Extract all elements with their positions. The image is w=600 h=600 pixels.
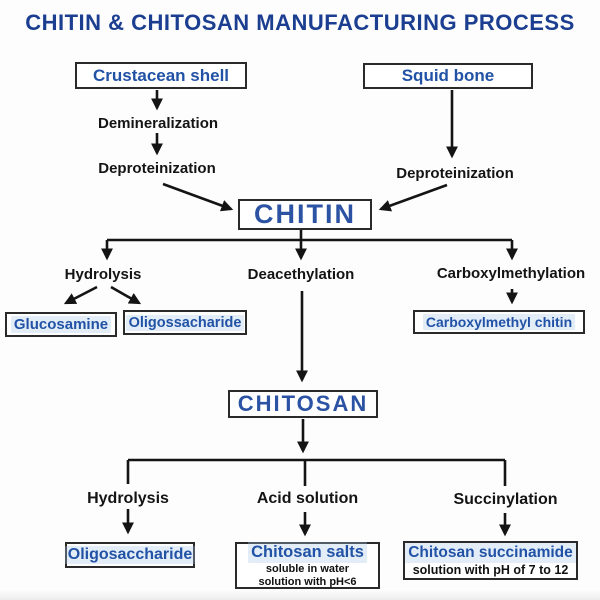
node-chitin-label: CHITIN [254,199,356,229]
label-hydrolysis-bottom: Hydrolysis [87,490,169,507]
node-chitin: CHITIN [238,199,372,230]
label-deproteinization-right: Deproteinization [396,165,514,182]
diagram-title: CHITIN & CHITOSAN MANUFACTURING PROCESS [25,10,575,35]
node-oligosaccharide-label: Oligosaccharide [64,546,196,564]
label-demineralization: Demineralization [97,115,219,132]
node-chitosan-succinamide-label: Chitosan succinamide [405,543,576,563]
node-chitosan-salts-note1: soluble in water [265,562,350,575]
node-oligossacharide: Oligossacharide [123,310,247,335]
connector-deproteinization-right-chitin [378,183,448,212]
label-hydrolysis-top: Hydrolysis [64,266,142,283]
node-carboxylmethyl-chitin-label: Carboxylmethyl chitin [422,314,576,330]
node-chitosan-succinamide: Chitosan succinamide solution with pH of… [403,541,578,580]
node-squid-bone-label: Squid bone [401,66,495,85]
node-chitosan-label: CHITOSAN [237,391,369,416]
label-carboxylmethylation: Carboxylmethylation [436,265,586,282]
label-deproteinization-left: Deproteinization [98,160,216,177]
node-oligossacharide-label: Oligossacharide [125,314,245,331]
label-succinylation: Succinylation [453,491,558,508]
label-deacethylation: Deacethylation [247,266,355,283]
node-squid-bone: Squid bone [363,63,533,89]
label-acid-solution: Acid solution [256,490,359,507]
node-chitosan-salts: Chitosan salts soluble in water solution… [235,542,380,589]
node-chitosan: CHITOSAN [228,390,378,418]
connector-hydrolysis-oligossacharide [110,285,142,305]
connector-hydrolysis-glucosamine [63,285,98,305]
node-chitosan-salts-label: Chitosan salts [248,542,367,563]
node-carboxylmethyl-chitin: Carboxylmethyl chitin [413,310,585,334]
node-chitosan-salts-note2: solution with pH<6 [258,575,357,588]
node-chitosan-succinamide-note1: solution with pH of 7 to 12 [412,562,569,577]
node-glucosamine: Glucosamine [5,312,117,337]
node-oligosaccharide: Oligosaccharide [64,542,196,568]
connector-deproteinization-left-chitin [162,182,234,212]
node-glucosamine-label: Glucosamine [10,316,112,333]
node-crustacean-shell-label: Crustacean shell [92,65,230,85]
node-crustacean-shell: Crustacean shell [75,62,247,89]
